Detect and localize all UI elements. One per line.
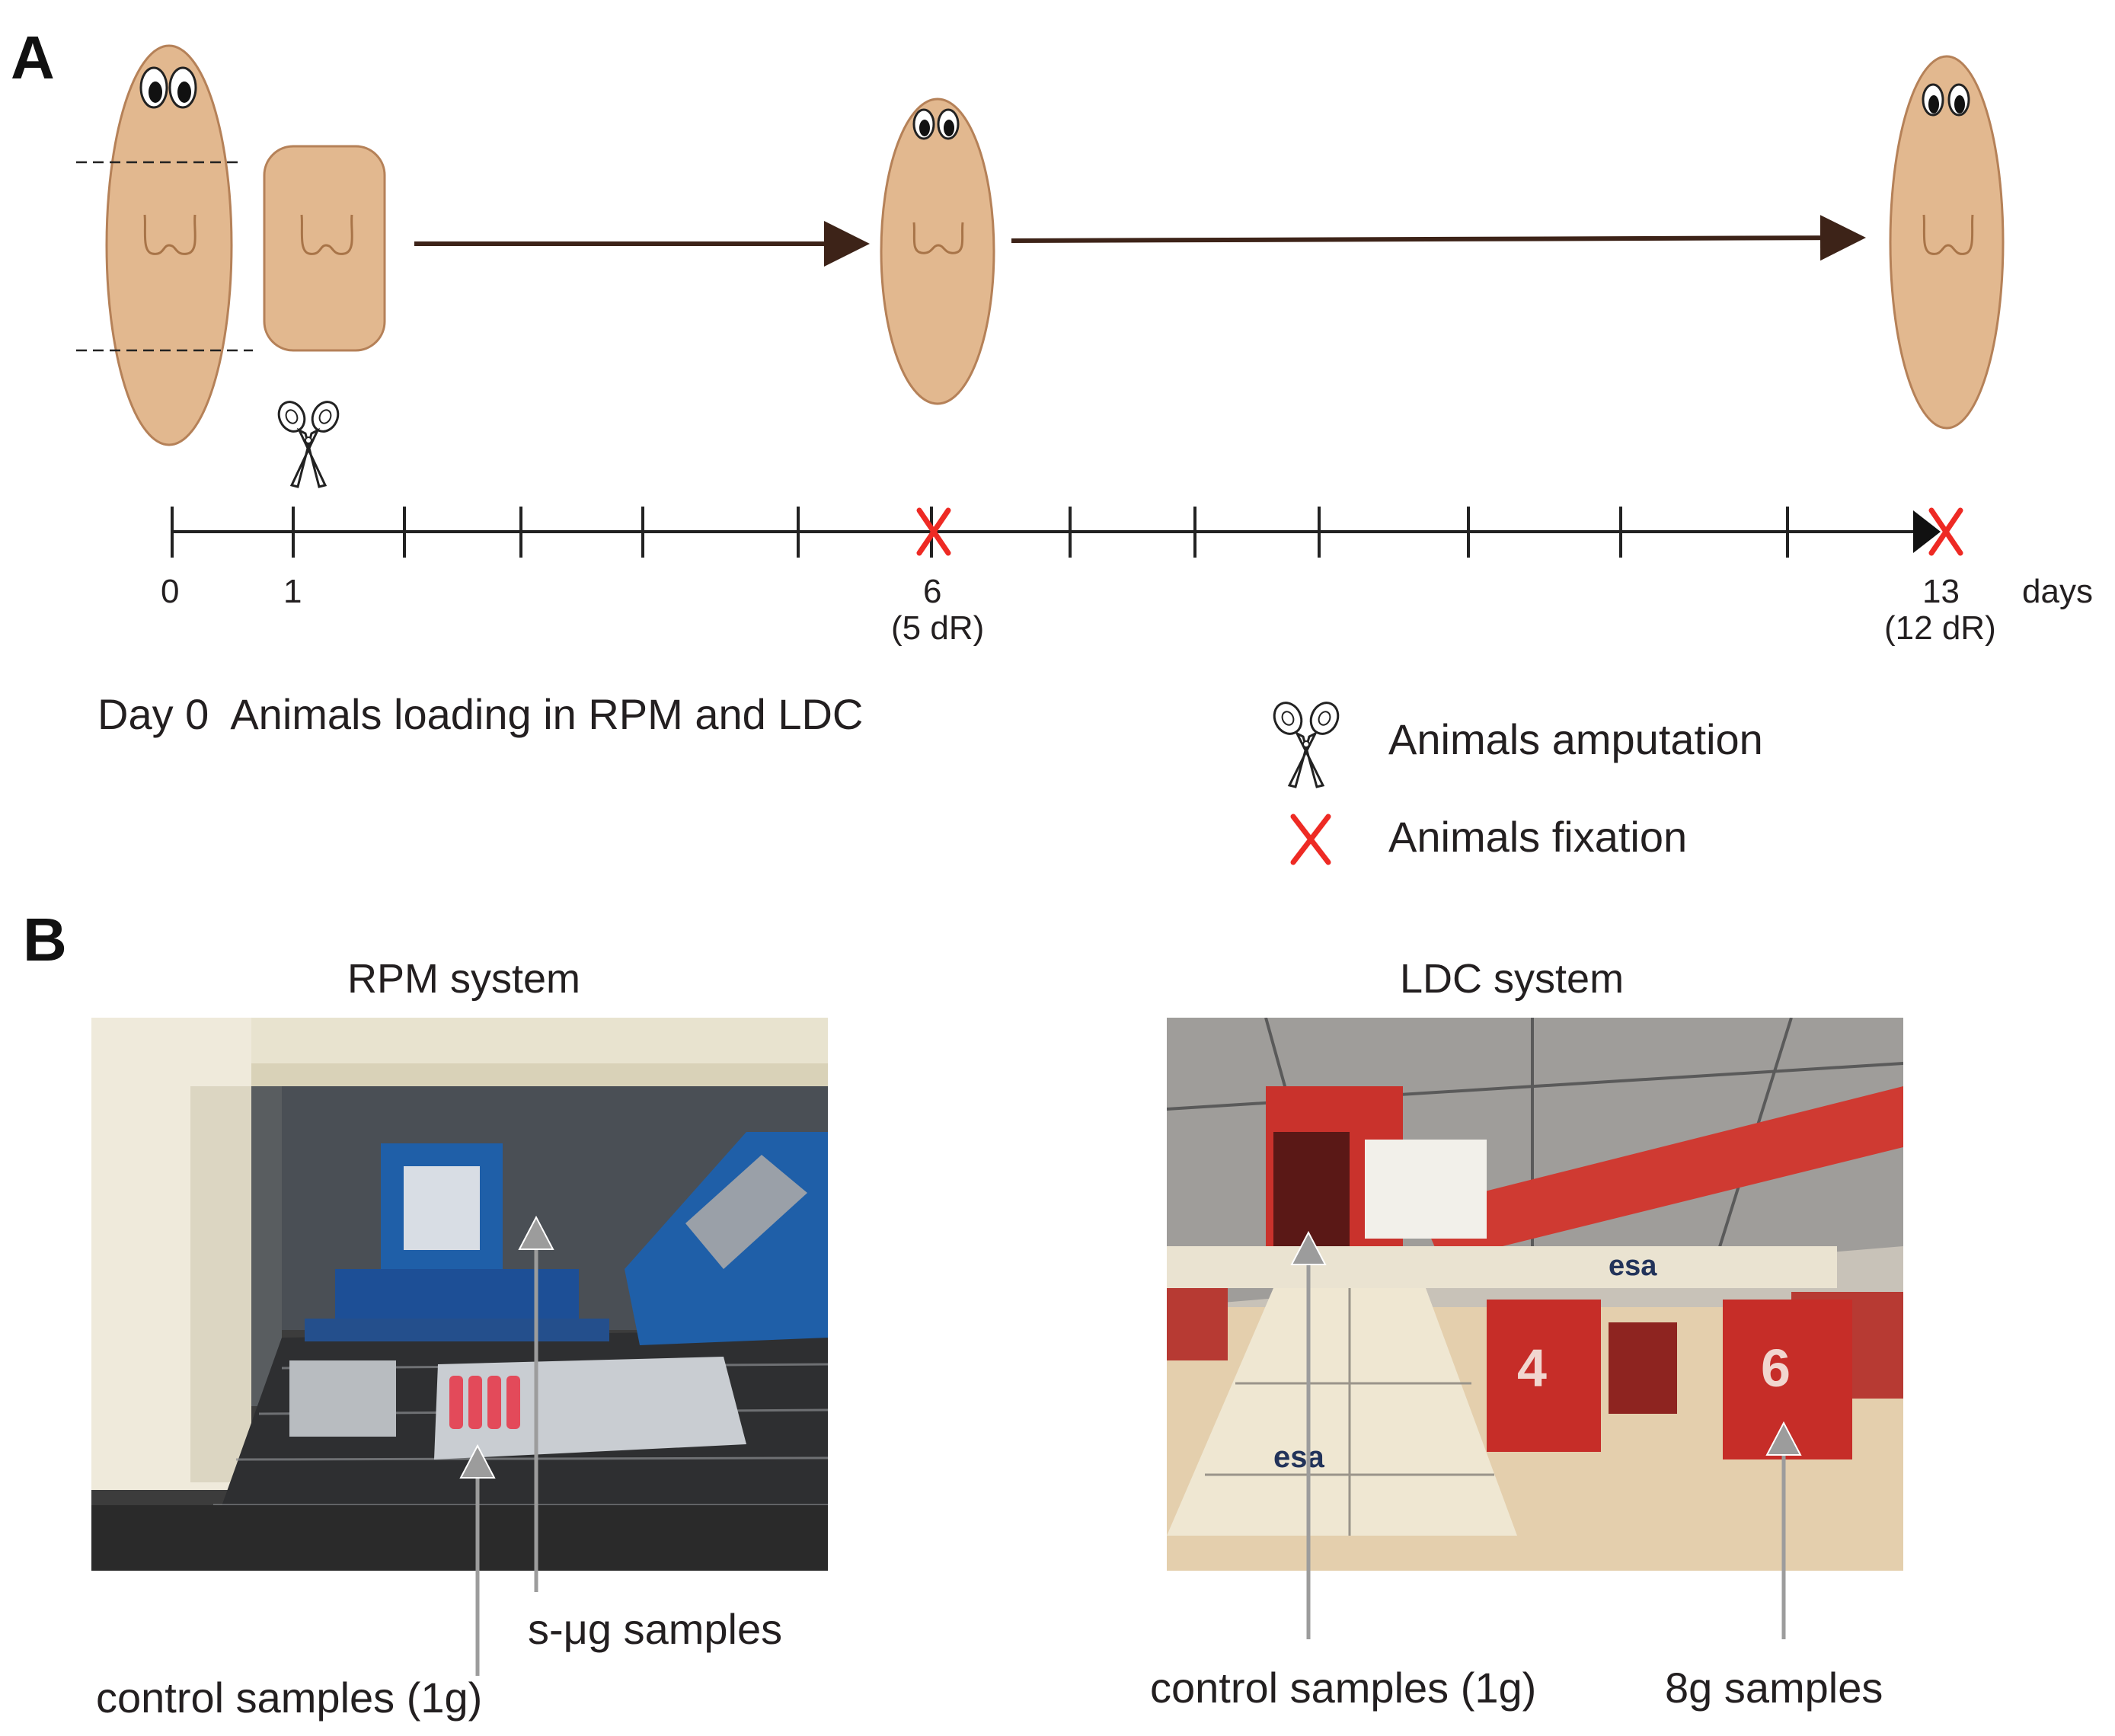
- trunk-fragment: [263, 145, 386, 352]
- loading-note: Day 0 Animals loading in RPM and LDC: [97, 690, 864, 738]
- gondola-number-4: 4: [1517, 1338, 1547, 1398]
- intact-planarian: [105, 44, 233, 446]
- regenerated-planarian-day13: [1889, 55, 2005, 430]
- esa-logo-beam: esa: [1609, 1250, 1657, 1282]
- regeneration-schematic: [76, 44, 2005, 558]
- esa-logo-base: esa: [1273, 1440, 1324, 1474]
- panel-b-label: B: [23, 906, 67, 974]
- callout-ldc-control-samples: control samples (1g): [1150, 1664, 1537, 1712]
- tick-label-day6: 6: [923, 573, 942, 610]
- rpm-title: RPM system: [347, 956, 581, 1002]
- fixation-mark-day6: [916, 507, 951, 556]
- fixation-mark-day13: [1928, 507, 1963, 556]
- tick-label-day0: 0: [161, 573, 180, 610]
- arrow-to-day13: [1011, 215, 1866, 261]
- callout-rpm-control-samples: control samples (1g): [96, 1674, 483, 1722]
- legend-amputation-label: Animals amputation: [1388, 715, 1763, 763]
- ldc-photo: 4 6 esa esa: [1167, 1018, 1903, 1571]
- scissors-icon: [277, 401, 340, 488]
- legend-red-x-icon: [1290, 814, 1331, 865]
- rpm-photo: [91, 1018, 828, 1571]
- tick-sublabel-day6: (5 dR): [891, 609, 985, 647]
- tick-sublabel-day13: (12 dR): [1884, 609, 1996, 647]
- callout-8g-samples: 8g samples: [1665, 1664, 1883, 1712]
- callout-sug-samples: s-μg samples: [528, 1605, 783, 1653]
- gondola-number-6: 6: [1761, 1338, 1791, 1398]
- timeline-axis: [171, 507, 1941, 558]
- legend-fixation-label: Animals fixation: [1388, 813, 1688, 861]
- tick-label-day13: 13: [1922, 573, 1960, 610]
- regenerating-planarian-day6: [880, 98, 995, 405]
- legend-scissors-icon: [1273, 702, 1340, 788]
- ldc-title: LDC system: [1400, 956, 1625, 1002]
- axis-unit-label: days: [2022, 573, 2093, 610]
- tick-label-day1: 1: [283, 573, 302, 610]
- panel-a-label: A: [11, 24, 55, 91]
